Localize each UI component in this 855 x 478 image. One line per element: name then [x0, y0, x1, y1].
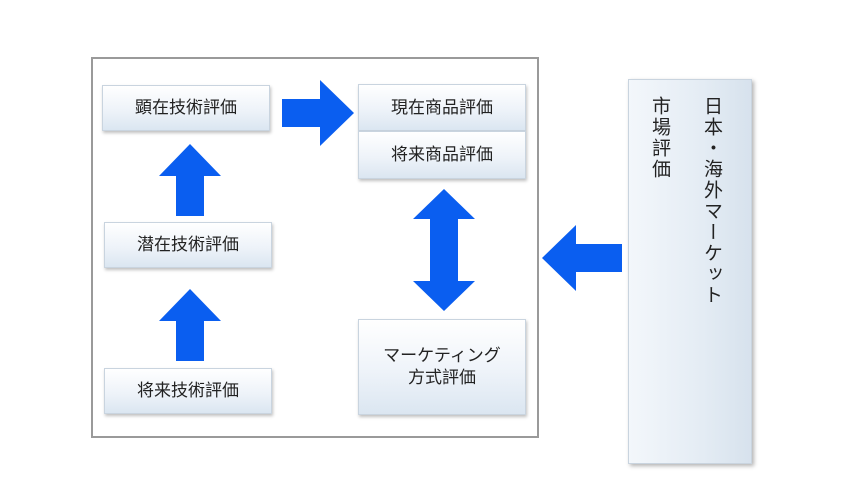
potential-tech-label: 潜在技術評価	[137, 235, 239, 255]
market-title: 日本・海外マーケット	[701, 96, 723, 306]
future-tech-label: 将来技術評価	[137, 381, 239, 401]
latent-tech-box: 顕在技術評価	[102, 85, 270, 131]
future-product-label: 将来商品評価	[391, 145, 493, 165]
double-arrow-vertical	[413, 189, 475, 311]
up-arrow-lower	[159, 289, 221, 361]
marketing-label-line1: マーケティング	[383, 346, 501, 366]
current-product-label: 現在商品評価	[391, 97, 493, 118]
future-product-box: 将来商品評価	[358, 131, 526, 179]
future-tech-box: 将来技術評価	[104, 368, 272, 414]
potential-tech-box: 潜在技術評価	[104, 222, 272, 268]
market-evaluation-label: 市場評価	[649, 96, 671, 180]
up-arrow-upper	[159, 144, 221, 216]
current-product-box: 現在商品評価	[358, 84, 526, 131]
marketing-method-box: マーケティング 方式評価	[358, 319, 526, 415]
double-arrow-shape	[413, 189, 475, 311]
left-arrow-shape	[542, 225, 622, 291]
left-arrow	[542, 225, 622, 291]
up-arrow-upper-shape	[159, 144, 221, 216]
marketing-label-line2: 方式評価	[408, 368, 476, 388]
up-arrow-lower-shape	[159, 289, 221, 361]
right-arrow-shape	[282, 80, 354, 146]
market-panel	[628, 79, 752, 464]
right-arrow	[282, 80, 354, 146]
latent-tech-label: 顕在技術評価	[135, 98, 237, 118]
